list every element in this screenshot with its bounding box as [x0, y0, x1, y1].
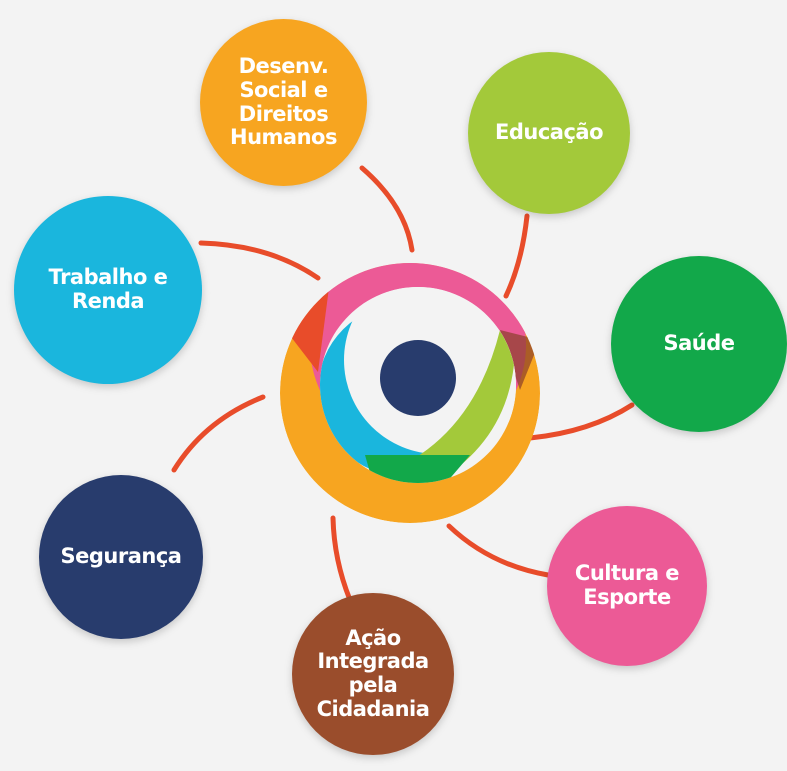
node-saude-label: Saúde: [663, 331, 735, 356]
node-desenv-social-label: Desenv. Social e Direitos Humanos: [230, 54, 337, 150]
node-seguranca: Segurança: [39, 475, 203, 639]
connector-saude: [527, 402, 635, 441]
node-desenv-social: Desenv. Social e Direitos Humanos: [200, 19, 367, 186]
connectors: [171, 165, 635, 603]
connector-seguranca: [171, 394, 266, 473]
hub-red-sliver: [280, 280, 330, 372]
node-trabalho-renda: Trabalho e Renda: [14, 196, 202, 384]
node-cultura-esporte-label: Cultura e Esporte: [574, 561, 680, 609]
connector-acao: [330, 515, 353, 603]
node-seguranca-label: Segurança: [60, 544, 182, 569]
connector-desenv: [359, 165, 415, 253]
node-educacao: Educação: [468, 52, 630, 214]
hub-navy-core: [380, 340, 456, 416]
hub-lime-arc: [365, 330, 516, 480]
hub-brown-sliver: [500, 330, 540, 390]
node-acao-integrada-label: Ação Integrada pela Cidadania: [316, 625, 430, 721]
central-logo: [280, 263, 540, 523]
connector-educacao: [503, 213, 530, 299]
connector-trabalho: [198, 240, 321, 281]
node-cultura-esporte: Cultura e Esporte: [547, 506, 707, 666]
node-saude: Saúde: [611, 256, 787, 432]
node-acao-integrada: Ação Integrada pela Cidadania: [292, 593, 454, 755]
connector-cultura: [446, 523, 551, 578]
node-educacao-label: Educação: [495, 120, 604, 145]
node-trabalho-renda-label: Trabalho e Renda: [48, 265, 168, 313]
